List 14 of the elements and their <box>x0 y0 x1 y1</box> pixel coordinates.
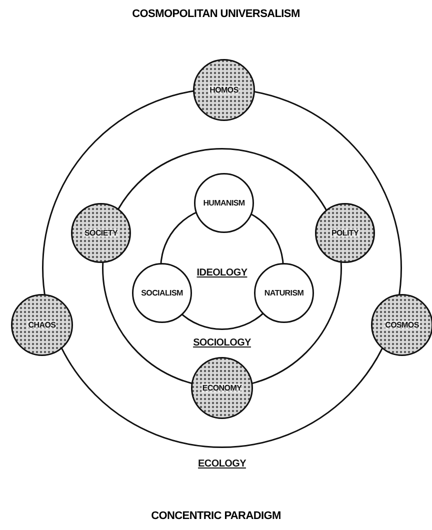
circle-label: NATURISM <box>264 288 304 298</box>
circle-label: HOMOS <box>208 86 240 94</box>
caption: CONCENTRIC PARADIGM <box>151 510 281 522</box>
circle-label: SOCIALISM <box>141 288 183 298</box>
ring-label: SOCIOLOGY <box>193 338 251 348</box>
circle-label: ECONOMY <box>201 384 243 392</box>
ring-label: ECOLOGY <box>198 458 246 470</box>
circle-label: CHAOS <box>27 320 57 330</box>
circle-label: SOCIETY <box>83 228 119 238</box>
circle-label: COSMOS <box>384 320 420 330</box>
circle-label: HUMANISM <box>203 198 245 208</box>
title: COSMOPOLITAN UNIVERSALISM <box>132 8 300 20</box>
ring-label: IDEOLOGY <box>196 268 248 278</box>
circle-label: POLITY <box>330 228 360 238</box>
